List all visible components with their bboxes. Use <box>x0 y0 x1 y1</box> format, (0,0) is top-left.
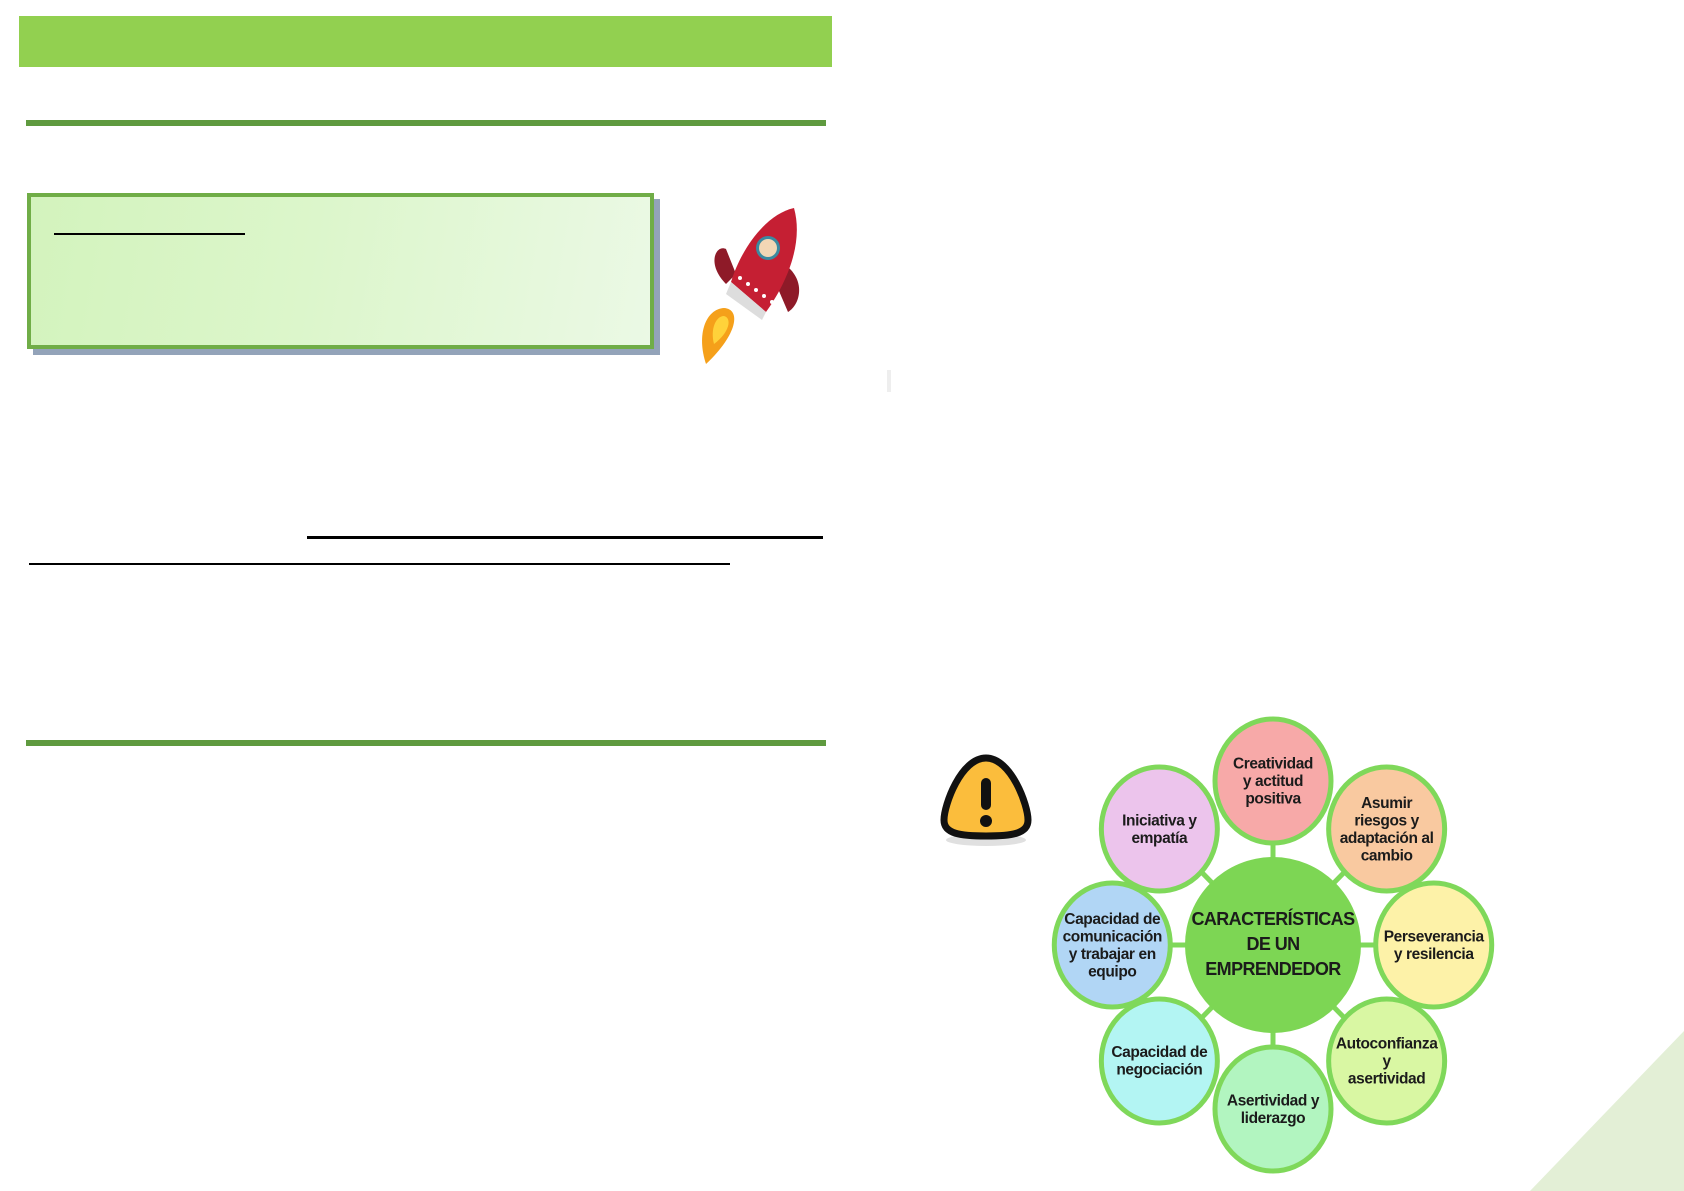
characteristic-label: negociación <box>1116 1062 1202 1079</box>
characteristic-label: y resilencia <box>1394 946 1474 963</box>
characteristic-node <box>1326 764 1448 894</box>
center-node-label: DE UN <box>1246 934 1299 954</box>
characteristic-node <box>1326 996 1448 1126</box>
characteristic-label: asertividad <box>1348 1070 1425 1087</box>
characteristic-label: Iniciativa y <box>1122 812 1197 829</box>
corner-decoration <box>1530 1031 1684 1191</box>
info-box <box>27 193 654 349</box>
header-bar <box>19 16 832 67</box>
fill-in-blank-line <box>29 563 730 565</box>
characteristic-label: empatía <box>1131 830 1188 847</box>
characteristic-label: liderazgo <box>1241 1110 1305 1127</box>
characteristic-label: Perseverancia <box>1384 928 1485 945</box>
center-node <box>1185 857 1361 1033</box>
center-node-label: EMPRENDEDOR <box>1205 959 1341 979</box>
characteristic-label: Capacidad de <box>1111 1044 1208 1061</box>
info-box-underline <box>54 233 245 235</box>
characteristic-label: adaptación al <box>1340 830 1434 847</box>
entrepreneur-characteristics-diagram: CARACTERÍSTICAS DE UN EMPRENDEDOR Creativid… <box>1051 716 1495 1174</box>
center-node-label: CARACTERÍSTICAS <box>1191 908 1355 929</box>
characteristic-label: Autoconfianza <box>1336 1035 1438 1052</box>
characteristic-label: riesgos y <box>1354 812 1419 829</box>
characteristic-node <box>1098 996 1220 1126</box>
characteristic-label: y actitud <box>1243 773 1303 790</box>
characteristic-label: Creatividad <box>1233 756 1313 773</box>
characteristic-label: equipo <box>1088 963 1136 980</box>
characteristic-node <box>1051 880 1173 1010</box>
characteristic-label: Asumir <box>1361 795 1412 812</box>
characteristic-node <box>1098 764 1220 894</box>
characteristic-label: Asertividad y <box>1227 1092 1320 1109</box>
characteristic-label: Capacidad de <box>1064 911 1161 928</box>
section-divider-bottom <box>26 740 826 746</box>
characteristic-node <box>1373 880 1495 1010</box>
fill-in-blank-line <box>307 536 823 539</box>
characteristic-label: cambio <box>1361 847 1413 864</box>
warning-icon <box>940 754 1032 846</box>
rocket-icon <box>702 208 800 364</box>
page-mark <box>887 370 891 392</box>
characteristic-node <box>1212 1044 1334 1174</box>
section-divider-top <box>26 120 826 126</box>
characteristic-label: comunicación <box>1063 928 1162 945</box>
characteristic-label: y trabajar en <box>1069 946 1156 963</box>
characteristic-label: y <box>1383 1053 1392 1070</box>
characteristic-label: positiva <box>1245 791 1301 808</box>
characteristic-node <box>1212 716 1334 846</box>
